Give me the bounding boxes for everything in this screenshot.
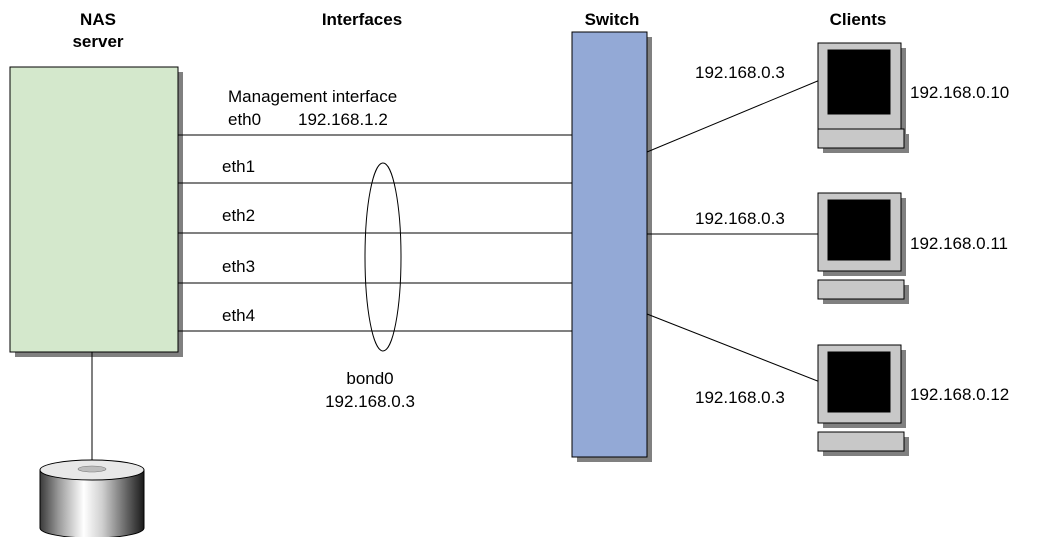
computer-monitor-icon [817,344,909,456]
nas-server-header-line2: server [72,32,123,51]
client-1: 192.168.0.3 192.168.0.10 [695,42,1009,153]
interfaces-header: Interfaces [322,10,402,29]
eth4-label: eth4 [222,306,255,325]
eth3-label: eth3 [222,257,255,276]
nas-server-header-line1: NAS [80,10,116,29]
client-2-ip: 192.168.0.11 [910,234,1008,253]
nas-server [9,66,183,357]
computer-monitor-icon [817,192,909,304]
bond-ellipse [364,162,402,352]
bond-ip: 192.168.0.3 [325,392,415,411]
eth2-label: eth2 [222,206,255,225]
eth1-label: eth1 [222,157,255,176]
client-1-gateway-ip: 192.168.0.3 [695,63,785,82]
client-2-gateway-ip: 192.168.0.3 [695,209,785,228]
client-1-link [646,79,821,153]
client-3-gateway-ip: 192.168.0.3 [695,388,785,407]
switch-header: Switch [585,10,640,29]
clients-header: Clients [830,10,887,29]
disk-cylinder-icon [39,459,145,537]
client-2: 192.168.0.3 192.168.0.11 [695,192,1008,304]
bond-name: bond0 [346,369,393,388]
eth0-label: eth0 [228,110,261,129]
management-interface-label: Management interface [228,87,397,106]
switch [571,31,652,462]
client-3: 192.168.0.3 192.168.0.12 [695,344,1009,456]
eth0-ip: 192.168.1.2 [298,110,388,129]
client-1-ip: 192.168.0.10 [910,83,1009,102]
client-3-link [646,313,821,383]
client-3-ip: 192.168.0.12 [910,385,1009,404]
computer-monitor-icon [817,42,909,153]
